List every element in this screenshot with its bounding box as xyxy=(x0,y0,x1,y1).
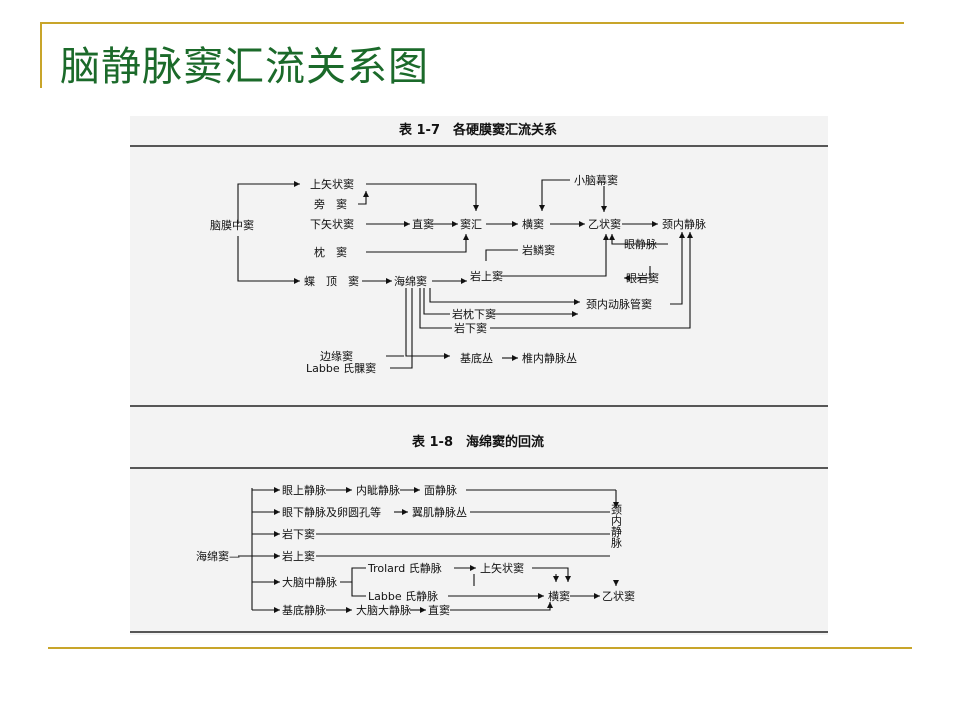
node-pterygoid-plexus: 翼肌静脉丛 xyxy=(412,505,467,519)
node-trolard-vein: Trolard 氏静脉 xyxy=(367,561,442,575)
node-internal-jugular-vein-2: 颈内静脉 xyxy=(610,504,623,548)
node-confluence: 窦汇 xyxy=(460,218,482,231)
node-angular-vein: 内眦静脉 xyxy=(356,483,400,497)
node-inferior-ophthalmic-vein: 眼下静脉及卵圆孔等 xyxy=(282,505,381,519)
node-marginal-sinus: 边缘窦 xyxy=(320,350,353,363)
node-labbe-vein: Labbe 氏静脉 xyxy=(368,589,438,603)
node-cavernous-sinus-2: 海绵窦— xyxy=(196,549,240,563)
table-1-8-caption: 表 1-8 海绵窦的回流 xyxy=(411,434,544,450)
node-carotid-canal-sinus: 颈内动脉管窦 xyxy=(586,297,652,311)
node-para-sinus: 旁 窦 xyxy=(314,197,347,211)
node-petrosquamous-sinus: 岩鳞窦 xyxy=(522,243,555,257)
node-straight-sinus: 直窦 xyxy=(412,217,434,231)
node-inferior-petrosal-sinus: 岩下窦 xyxy=(454,321,487,335)
node-superior-sagittal-sinus-2: 上矢状窦 xyxy=(480,561,524,575)
left-rule xyxy=(40,22,42,88)
node-ophthalmic-vein: 眼静脉 xyxy=(624,237,657,251)
node-inferior-petrosal-sinus-2: 岩下窦 xyxy=(282,527,315,541)
sinus-drainage-diagram: 表 1-7 各硬膜窦汇流关系 xyxy=(130,122,828,633)
node-cavernous-sinus: 海绵窦 xyxy=(394,274,427,288)
node-superior-petrosal-sinus: 岩上窦 xyxy=(470,269,503,283)
slide-title: 脑静脉窦汇流关系图 xyxy=(60,44,429,90)
node-basal-vein: 基底静脉 xyxy=(282,603,326,617)
node-internal-jugular-vein: 颈内静脉 xyxy=(662,217,706,231)
node-superior-petrosal-sinus-2: 岩上窦 xyxy=(282,549,315,563)
node-superior-ophthalmic-vein: 眼上静脉 xyxy=(282,483,326,497)
node-occipital-sinus: 枕 窦 xyxy=(314,245,347,259)
bottom-rule xyxy=(48,647,912,649)
node-middle-cerebral-vein: 大脑中静脉 xyxy=(282,575,337,589)
node-sigmoid-sinus: 乙状窦 xyxy=(588,217,621,231)
node-ophthalmic-petrosal-sinus: 眼岩窦 xyxy=(626,271,659,285)
top-rule xyxy=(40,22,904,24)
table-1-8-arrows xyxy=(238,487,619,613)
scanned-table-figure: 表 1-7 各硬膜窦汇流关系 xyxy=(130,116,828,635)
node-inferior-sagittal-sinus: 下矢状窦 xyxy=(310,217,354,231)
node-dural-sinus: 脑膜中窦 xyxy=(210,219,254,232)
node-superior-sagittal-sinus: 上矢状窦 xyxy=(310,177,354,191)
table-1-8-nodes: 海绵窦— 眼上静脉 内眦静脉 面静脉 眼下静脉及卵圆孔等 翼肌静脉丛 岩下窦 岩… xyxy=(196,483,635,617)
table-1-7-caption: 表 1-7 各硬膜窦汇流关系 xyxy=(398,122,557,138)
node-sphenoparietal-sinus: 蝶 顶 窦 xyxy=(304,274,359,288)
node-great-cerebral-vein: 大脑大静脉 xyxy=(356,603,411,617)
table-1-7-nodes: 脑膜中窦 上矢状窦 旁 窦 下矢状窦 直窦 窦汇 枕 窦 横窦 小脑幕窦 乙状窦… xyxy=(210,173,706,375)
node-basilar-plexus: 基底丛 xyxy=(460,351,493,365)
node-petro-occipital-sinus: 岩枕下窦 xyxy=(452,307,496,321)
node-vertebral-plexus: 椎内静脉丛 xyxy=(522,351,577,365)
node-facial-vein: 面静脉 xyxy=(424,483,457,497)
node-sigmoid-sinus-2: 乙状窦 xyxy=(602,589,635,603)
node-transverse-sinus: 横窦 xyxy=(522,217,544,231)
table-1-7-arrows xyxy=(237,179,693,369)
node-transverse-sinus-2: 横窦 xyxy=(548,589,570,603)
node-straight-sinus-2: 直窦 xyxy=(428,603,450,617)
node-labbe-sinus: Labbe 氏髁窦 xyxy=(306,362,376,375)
node-tentorial-sinus: 小脑幕窦 xyxy=(574,173,618,187)
